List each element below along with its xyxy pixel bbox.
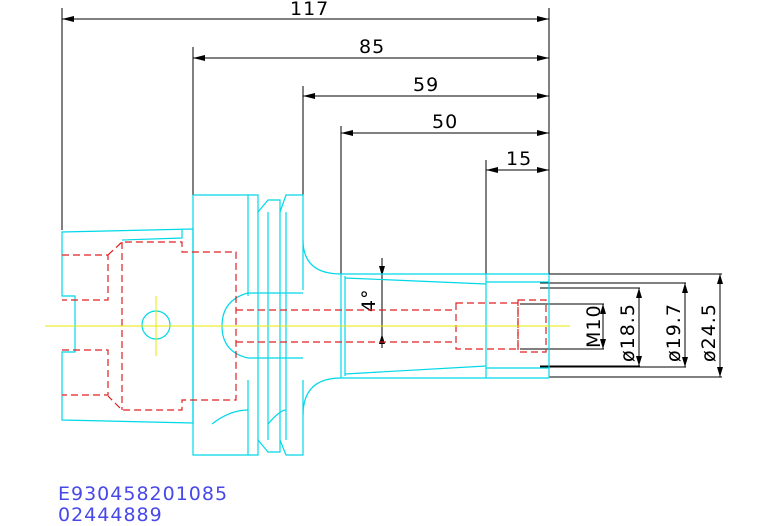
dim-85: 85 — [359, 36, 385, 58]
dim-thread: M10 — [583, 304, 605, 348]
dim-dia-19-7: ø19.7 — [663, 303, 685, 362]
part-outline — [61, 194, 550, 456]
dim-dia-24-5: ø24.5 — [698, 303, 720, 362]
dimension-lines — [61, 8, 723, 378]
dim-59: 59 — [413, 74, 439, 96]
dim-angle: 4° — [358, 288, 380, 312]
dim-15: 15 — [506, 148, 532, 170]
part-number: 02444889 — [58, 504, 163, 526]
part-code: E930458201085 — [58, 483, 229, 505]
dim-50: 50 — [432, 111, 458, 133]
dim-117: 117 — [290, 0, 329, 20]
dim-dia-18-5: ø18.5 — [617, 303, 639, 362]
center-line — [45, 296, 570, 356]
